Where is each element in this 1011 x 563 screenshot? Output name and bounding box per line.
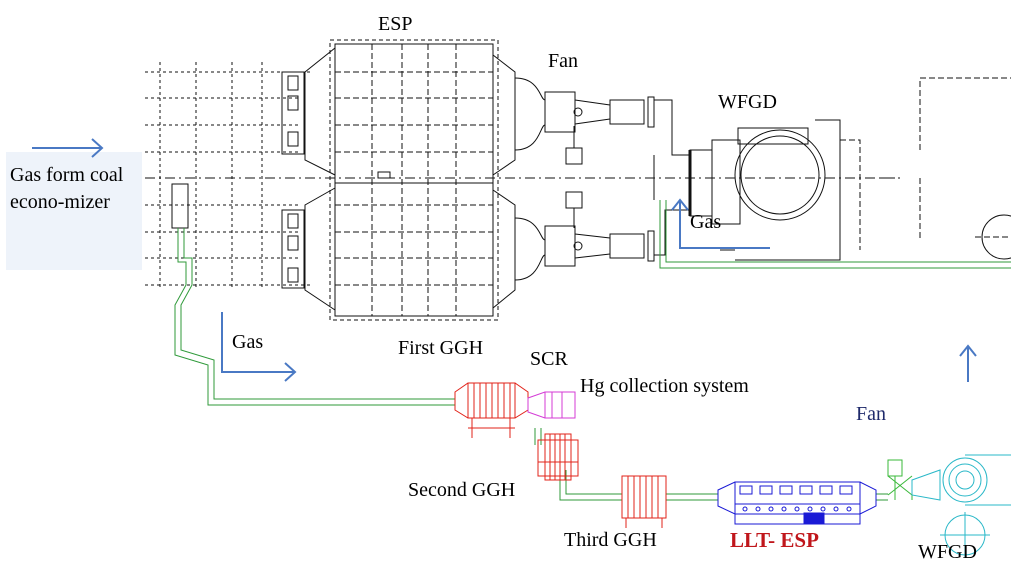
hg-collection-unit <box>527 391 576 419</box>
wfgd-gas-arrow <box>671 198 770 249</box>
gas-inlet-label: Gas form coal econo-mizer <box>10 164 124 213</box>
first-ggh-unit <box>454 382 529 438</box>
esp-inlet-ducts <box>281 47 336 311</box>
wfgd-label-lower: WFGD <box>918 541 977 563</box>
second-ggh-unit <box>537 433 579 481</box>
hg-collection-label: Hg collection system <box>580 375 749 397</box>
gas-label-lower: Gas <box>232 331 264 353</box>
fan-label-top: Fan <box>548 50 578 72</box>
gas-label-wfgd: Gas <box>690 211 722 233</box>
second-ggh-label: Second GGH <box>408 479 516 501</box>
flow-arrows <box>32 138 977 382</box>
first-ggh-label: First GGH <box>398 337 484 359</box>
llt-esp-label: LLT- ESP <box>730 528 819 552</box>
lower-wfgd-unit <box>911 454 1011 558</box>
esp-label: ESP <box>378 13 413 35</box>
third-ggh-unit <box>621 475 667 528</box>
flue-gas-pipe <box>174 200 1011 501</box>
esp-outlet-ducts <box>492 54 546 309</box>
esp-body <box>329 39 499 321</box>
fan-units <box>544 91 655 267</box>
lower-gas-arrow <box>221 312 297 382</box>
third-ggh-label: Third GGH <box>564 529 657 551</box>
wfgd-label-top: WFGD <box>718 91 777 113</box>
inlet-flow-arrow <box>32 138 104 158</box>
llt-esp-unit <box>717 481 877 525</box>
inlet-label-box <box>6 152 142 270</box>
wfgd-absorber <box>720 119 861 261</box>
inlet-grid <box>145 62 900 290</box>
inlet-damper <box>171 183 189 229</box>
stack-building <box>880 77 1011 260</box>
upper-plant-drawing <box>145 39 1011 321</box>
stack-flow-arrow <box>959 344 977 382</box>
lower-fan-unit <box>887 459 913 500</box>
fan-label-lower: Fan <box>856 403 886 425</box>
duct-to-wfgd <box>653 99 741 256</box>
scr-label: SCR <box>530 348 568 370</box>
